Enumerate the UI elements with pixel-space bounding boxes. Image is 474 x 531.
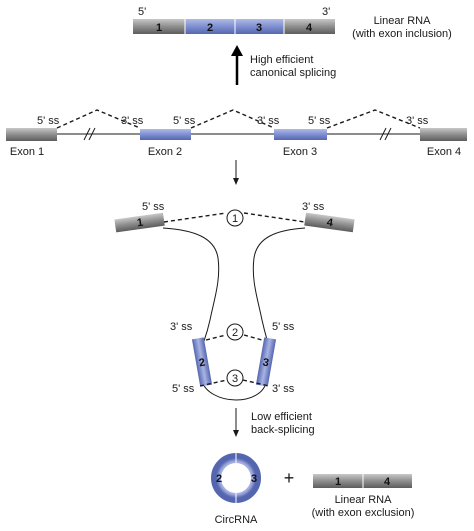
canonical-line2: canonical splicing: [250, 67, 336, 79]
step-3-number: 3: [232, 373, 238, 385]
top-exon-4-label: 4: [306, 22, 313, 34]
splice-line-3: [326, 109, 421, 129]
top-exon-3: [235, 19, 284, 34]
lariat-ss-bot-right: 3' ss: [272, 383, 295, 395]
pre-exon-2: [140, 129, 191, 140]
top-exon-2-label: 2: [207, 22, 213, 34]
pre-ss-3: 5' ss: [173, 115, 196, 127]
lariat-exon-2-label: 2: [198, 357, 206, 370]
step-1-circle: [226, 209, 244, 227]
canonical-splicing-arrow: High efficient canonical splicing: [231, 45, 336, 85]
pre-exon-4: [420, 128, 467, 141]
excl-exon-4-label: 4: [384, 476, 391, 488]
backsplice-line1: Low efficient: [251, 411, 312, 423]
plus-sign: +: [284, 468, 295, 488]
backsplice-line2: back-splicing: [251, 424, 315, 436]
exon-2-name: Exon 2: [148, 146, 182, 158]
lariat-exon-4-label: 4: [326, 217, 335, 230]
top-exon-3-label: 3: [256, 22, 262, 34]
intron-break-right: [379, 127, 392, 141]
exon-3-name: Exon 3: [283, 146, 317, 158]
pre-exon-1: [6, 128, 57, 141]
exon-1-name: Exon 1: [10, 146, 44, 158]
canonical-line1: High efficient: [250, 54, 313, 66]
excl-exon-4: [363, 474, 412, 488]
pre-ss-2: 3' ss: [121, 115, 144, 127]
top-exon-2: [185, 19, 235, 34]
top-exon-1-label: 1: [156, 22, 162, 34]
step-2-number: 2: [232, 327, 238, 339]
excl-title-line1: Linear RNA: [335, 494, 393, 506]
circrna: 2 3 CircRNA: [211, 453, 261, 526]
step-3-circle: [226, 369, 244, 387]
lariat-exon-3: [255, 337, 277, 387]
lariat-ss-top-right: 3' ss: [302, 201, 325, 213]
top-three-prime: 3': [322, 6, 330, 18]
excl-title-line2: (with exon exclusion): [312, 507, 415, 519]
lariat-exon-4: [304, 212, 355, 233]
back-splicing-arrow: Low efficient back-splicing: [233, 408, 315, 437]
lariat-intermediate: 1 4 1 5' ss 3' ss 2 3 2 3' ss 5' ss: [114, 201, 355, 401]
excl-exon-1-label: 1: [335, 476, 341, 488]
pre-ss-4: 3' ss: [257, 115, 280, 127]
pre-exon-3: [274, 129, 327, 140]
lariat-exon-3-label: 3: [262, 357, 270, 370]
intron-break-left: [83, 127, 96, 141]
pre-ss-6: 3' ss: [406, 115, 429, 127]
pre-ss-5: 5' ss: [308, 115, 331, 127]
pre-ss-1: 5' ss: [37, 115, 60, 127]
lariat-ss-mid-right: 5' ss: [272, 321, 295, 333]
circrna-exon-3-label: 3: [251, 473, 257, 485]
top-title-line2: (with exon inclusion): [352, 28, 452, 40]
excl-exon-1: [313, 474, 363, 488]
step-2-circle: [226, 323, 244, 341]
splice-line-1: [56, 109, 141, 129]
top-five-prime: 5': [138, 6, 146, 18]
pre-mrna: 5' ss 3' ss 5' ss 3' ss 5' ss 3' ss Exon…: [6, 109, 467, 158]
exon-4-name: Exon 4: [427, 146, 461, 158]
down-arrow-1: [233, 160, 239, 185]
lariat-exon-1-label: 1: [136, 217, 144, 230]
lariat-ss-top-left: 5' ss: [142, 201, 165, 213]
top-exon-4: [284, 19, 335, 34]
lariat-exon-2: [191, 337, 213, 387]
circrna-label: CircRNA: [215, 514, 258, 526]
lariat-exon-1: [114, 212, 165, 233]
splice-line-2: [190, 109, 275, 129]
lariat-ss-bot-left: 5' ss: [172, 383, 195, 395]
linear-rna-inclusion: 5' 3' 1 2 3 4 Linear RNA (with exon incl…: [133, 6, 452, 40]
linear-rna-exclusion: 1 4 Linear RNA (with exon exclusion): [312, 474, 415, 519]
top-exon-1: [133, 19, 185, 34]
step-1-number: 1: [232, 213, 238, 225]
lariat-ss-mid-left: 3' ss: [170, 321, 193, 333]
top-title-line1: Linear RNA: [374, 15, 432, 27]
circrna-exon-2-label: 2: [216, 473, 222, 485]
